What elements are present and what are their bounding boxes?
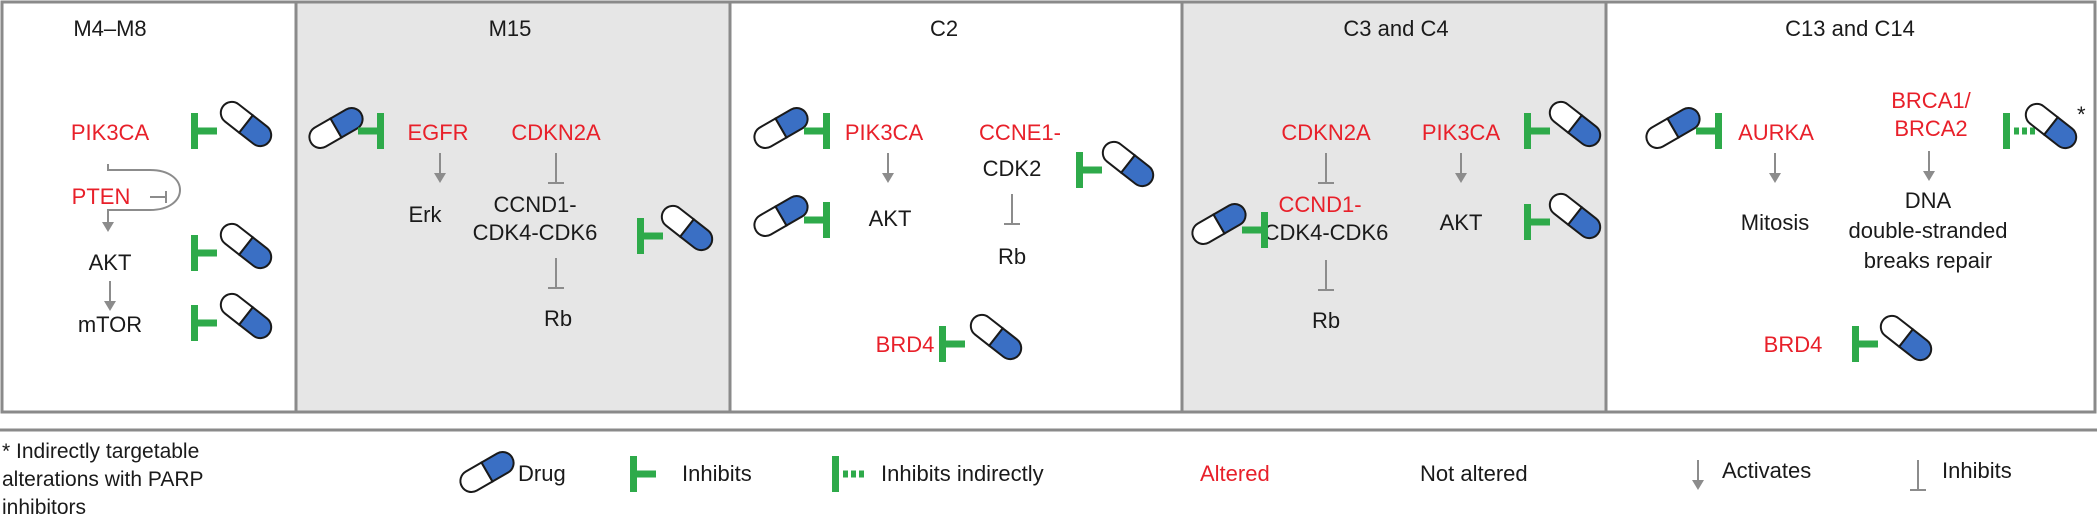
node-label: Rb	[544, 306, 572, 331]
altered-gene-label: CDKN2A	[1281, 120, 1371, 145]
footnote-line: inhibitors	[2, 496, 86, 519]
altered-gene-label: PTEN	[72, 184, 131, 209]
node-label: CDK2	[983, 156, 1042, 181]
node-label: DNA	[1905, 188, 1952, 213]
node-label: CDK4-CDK6	[1264, 220, 1389, 245]
legend-altered-label: Altered	[1200, 461, 1270, 486]
drug-capsule-icon	[455, 446, 519, 498]
altered-gene-label: BRCA1/	[1891, 88, 1971, 113]
altered-gene-label: BRCA2	[1894, 116, 1967, 141]
inhibition-arrow	[1909, 459, 1927, 491]
legend-drug-label: Drug	[518, 461, 566, 486]
panel-c13-c14	[1604, 0, 2097, 414]
node-label: mTOR	[78, 312, 142, 337]
node-label: Rb	[998, 244, 1026, 269]
panel-title: M15	[489, 16, 532, 41]
node-label: Mitosis	[1741, 210, 1809, 235]
panel-title: C3 and C4	[1343, 16, 1448, 41]
node-label: Rb	[1312, 308, 1340, 333]
altered-gene-label: PIK3CA	[71, 120, 150, 145]
panel-title: C2	[930, 16, 958, 41]
altered-gene-label: CDKN2A	[511, 120, 601, 145]
node-label: CCND1-	[493, 192, 576, 217]
legend-inhibits-label: Inhibits	[682, 461, 752, 486]
altered-gene-label: PIK3CA	[845, 120, 924, 145]
panel-title: C13 and C14	[1785, 16, 1915, 41]
legend-inhibits-arrow-label: Inhibits	[1942, 458, 2012, 483]
panel-title: M4–M8	[73, 16, 146, 41]
altered-gene-label: PIK3CA	[1422, 120, 1501, 145]
node-label: CDK4-CDK6	[473, 220, 598, 245]
legend-inhibits-indirectly-label: Inhibits indirectly	[881, 461, 1044, 486]
legend-activates-label: Activates	[1722, 458, 1811, 483]
panel-c3-c4	[1180, 0, 1608, 414]
indirect-inhibitor-symbol	[832, 456, 864, 492]
node-label: AKT	[869, 206, 912, 231]
legend-not-altered-label: Not altered	[1420, 461, 1528, 486]
altered-gene-label: BRD4	[876, 332, 935, 357]
altered-gene-label: EGFR	[407, 120, 468, 145]
panel-m15	[294, 0, 732, 414]
altered-gene-label: CCND1-	[1278, 192, 1361, 217]
node-label: Erk	[409, 202, 443, 227]
node-label: AKT	[1440, 210, 1483, 235]
altered-gene-label: AURKA	[1738, 120, 1814, 145]
activation-arrow	[1691, 459, 1705, 491]
inhibitor-symbol	[630, 456, 656, 492]
footnote-line: * Indirectly targetable	[2, 440, 199, 463]
footnote-line: alterations with PARP	[2, 468, 204, 491]
asterisk-mark: *	[2077, 102, 2086, 127]
altered-gene-label: CCNE1-	[979, 120, 1061, 145]
panel-m4-m8	[0, 0, 298, 414]
node-label: breaks repair	[1864, 248, 1992, 273]
node-label: AKT	[89, 250, 132, 275]
node-label: double-stranded	[1848, 218, 2007, 243]
pten-feedback-loop	[107, 164, 181, 226]
activation-arrowhead	[102, 222, 114, 232]
altered-gene-label: BRD4	[1764, 332, 1823, 357]
